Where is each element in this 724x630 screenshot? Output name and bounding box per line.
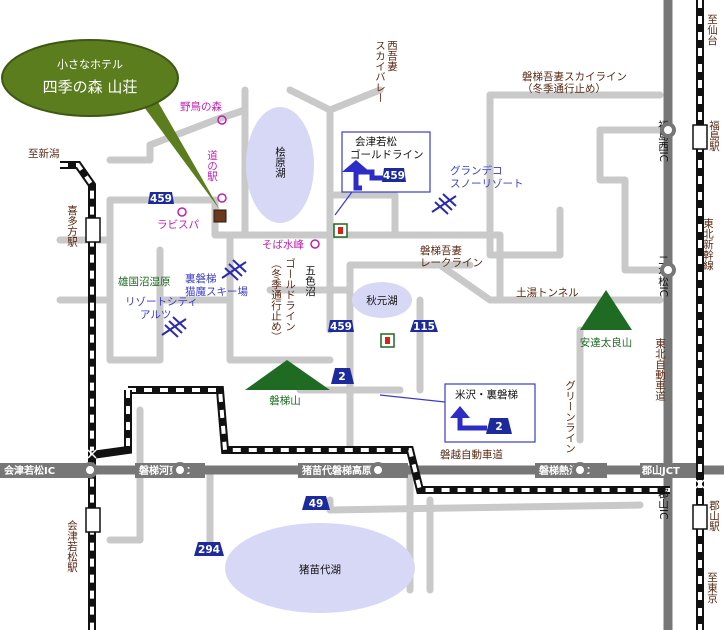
- label-tohoku-expressway: 東北自動車道: [654, 337, 666, 401]
- station-boxes: [85, 124, 708, 533]
- label-to-niigata: 至新潟: [28, 147, 60, 160]
- brand-name: 四季の森 山荘: [43, 78, 138, 96]
- brand-badge: [1, 39, 179, 117]
- svg-text:会津若松: 会津若松: [355, 135, 397, 148]
- svg-text:ゴールドライン: ゴールドライン: [350, 148, 424, 161]
- lake-akimoto: [352, 282, 412, 318]
- label-to-sendai: 至仙台: [706, 14, 718, 46]
- label-michi-no-eki: 道の駅: [206, 149, 218, 182]
- label-nishiazuma-2: スカイバレー: [374, 40, 386, 103]
- svg-text:郡山JCT: 郡山JCT: [641, 464, 680, 477]
- svg-text:115: 115: [413, 321, 435, 333]
- route-459-sign-a: 459: [148, 192, 174, 205]
- label-lake-line-2: レークライン: [420, 257, 483, 269]
- label-lake-line-1: 磐梯吾妻: [420, 244, 462, 257]
- lake-inawashiro: [225, 523, 415, 613]
- lake-hibara: [246, 107, 314, 223]
- label-gold-line: ゴールドライン: [284, 257, 296, 331]
- label-goshiki: 五色沼: [304, 265, 316, 297]
- local-roads: [56, 86, 664, 594]
- mountain-bandai-icon: [245, 360, 330, 390]
- poi-markers: [177, 115, 320, 249]
- svg-text:459: 459: [150, 193, 172, 205]
- svg-text:49: 49: [309, 498, 324, 510]
- svg-text:459: 459: [330, 321, 352, 333]
- label-azuma-skyline-note: （冬季通行止め）: [522, 82, 606, 95]
- svg-text:会津若松IC: 会津若松IC: [4, 464, 55, 477]
- brand-pointer: [130, 88, 220, 210]
- label-fukushima-station: 福島駅: [708, 119, 720, 152]
- label-to-tokyo: 至東京: [706, 572, 718, 604]
- route-signs: 459 459 115 2 49 294: [148, 192, 438, 556]
- label-aizu-wakamatsu-station: 会津若松駅: [66, 519, 78, 573]
- convenience-store-icons: [333, 223, 395, 348]
- label-koriyama-station: 郡山駅: [708, 500, 720, 532]
- label-koriyama-ic: 郡山IC: [657, 488, 669, 519]
- svg-text:米沢・裏磐梯: 米沢・裏磐梯: [455, 388, 518, 401]
- brand-small-text: 小さなホテル: [57, 58, 123, 71]
- label-adatara-san: 安達太良山: [580, 336, 633, 349]
- label-tsuchiyu: 土湯トンネル: [516, 286, 579, 299]
- label-inawashiro-lake: 猪苗代湖: [299, 564, 341, 576]
- label-bandai-expressway: 磐越自動車道: [440, 448, 503, 461]
- label-akimoto-lake: 秋元湖: [366, 294, 398, 307]
- label-kitakata-station: 喜多方駅: [66, 204, 78, 248]
- svg-text:459: 459: [383, 170, 405, 182]
- svg-text:2: 2: [338, 371, 345, 383]
- route-49-sign: 49: [302, 496, 330, 510]
- label-nogitori-no-mori: 野鳥の森: [180, 100, 222, 113]
- label-nishiazuma-1: 西吾妻: [386, 40, 398, 72]
- label-azuma-skyline: 磐梯吾妻スカイライン: [522, 70, 627, 83]
- label-urabandai-nekoma-2: 猫魔スキー場: [185, 285, 248, 298]
- label-altz-2: アルツ: [140, 309, 171, 321]
- label-gold-line-note: （冬季通行止め）: [270, 258, 282, 342]
- label-tohoku-shinkansen: 東北新幹線: [702, 217, 714, 270]
- junction-marks: [87, 449, 705, 489]
- label-bandai-san: 磐梯山: [269, 394, 301, 407]
- route-2-sign: 2: [331, 368, 354, 384]
- label-soba-suiho: そば水峰: [262, 239, 304, 251]
- ic-nodes: [82, 122, 676, 478]
- label-lavispa: ラビスパ: [157, 219, 199, 231]
- hotel-location-marker: [213, 209, 227, 223]
- route-294-sign: 294: [194, 542, 224, 556]
- svg-text:294: 294: [198, 544, 220, 556]
- label-grandeco-2: スノーリゾート: [450, 178, 524, 190]
- callout-aizu-goldline: 会津若松 ゴールドライン 459: [334, 131, 431, 216]
- label-altz-1: リゾートシティ: [125, 296, 198, 308]
- label-green-line: グリーンライン: [564, 380, 576, 454]
- svg-text:2: 2: [495, 421, 502, 433]
- mountain-adatara-icon: [580, 290, 632, 330]
- label-urabandai-nekoma-1: 裏磐梯: [185, 272, 217, 285]
- route-459-sign-b: 459: [328, 320, 354, 333]
- callout-yonezawa: 米沢・裏磐梯 2: [379, 383, 536, 443]
- label-oguni-marsh: 雄国沼湿原: [118, 275, 171, 288]
- label-hibara-lake: 桧原湖: [274, 145, 286, 178]
- route-115-sign: 115: [410, 320, 438, 333]
- label-grandeco-1: グランデコ: [450, 164, 503, 177]
- svg-text:猪苗代磐梯高原IC: 猪苗代磐梯高原IC: [301, 464, 383, 477]
- ski-icons: [161, 193, 457, 338]
